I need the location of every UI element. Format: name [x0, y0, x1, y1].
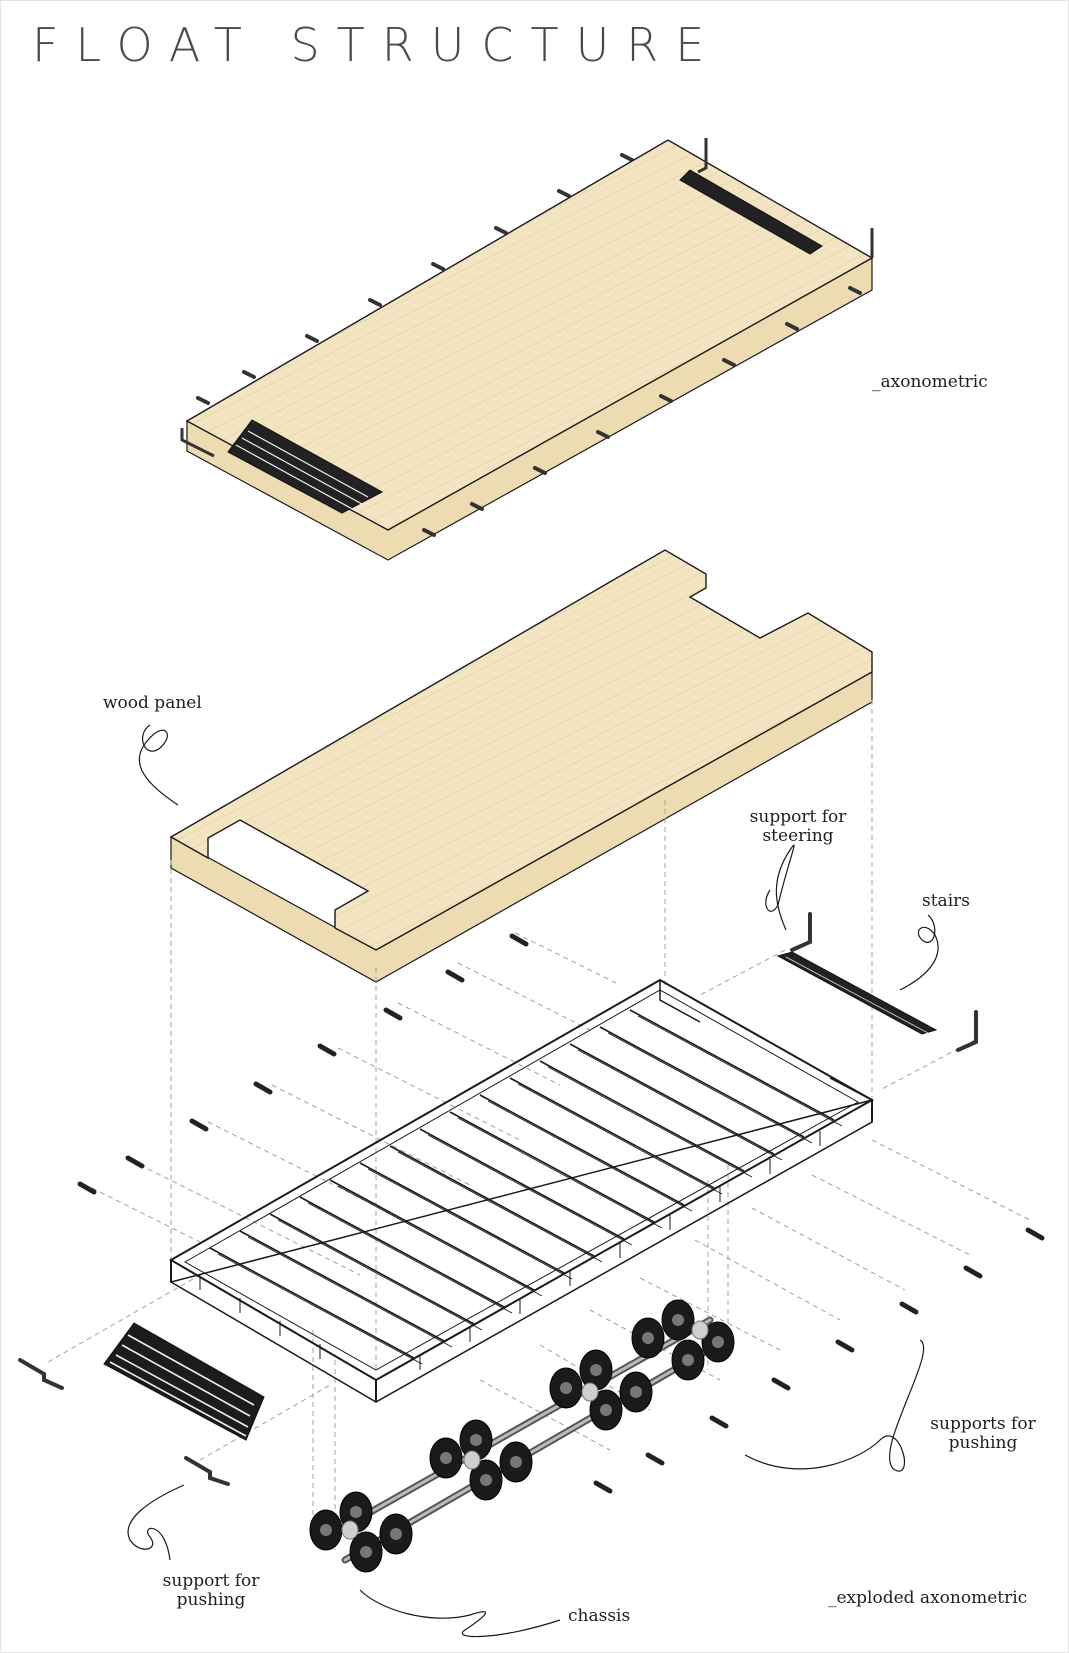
support-pushing-brackets	[18, 1358, 230, 1486]
wood-panel-top	[169, 549, 873, 951]
label-wood-panel: wood panel	[103, 693, 202, 713]
leader-support-pushing	[127, 1484, 185, 1561]
label-support-pushing-line1: support for	[162, 1571, 260, 1591]
label-supports-pushing-line2: pushing	[948, 1433, 1018, 1453]
steel-frame	[169, 978, 875, 1403]
pins-back	[196, 153, 634, 405]
chassis	[309, 1299, 735, 1573]
pins-front	[422, 286, 862, 537]
wood-panel	[169, 549, 873, 983]
view-label-axonometric: _axonometric	[872, 372, 988, 392]
label-supports-pushing-line1: supports for	[930, 1414, 1036, 1434]
stairs-front-notch	[227, 419, 384, 514]
leader-wood-panel	[138, 724, 179, 806]
view-label-exploded: _exploded axonometric	[828, 1588, 1028, 1608]
label-chassis: chassis	[568, 1606, 631, 1626]
leader-chassis	[359, 1589, 561, 1638]
leader-lines	[127, 724, 939, 1638]
leader-stairs	[899, 914, 939, 991]
label-support-pushing: support for pushing	[156, 1572, 266, 1610]
stairs-front	[103, 1322, 265, 1441]
support-steering-brackets	[790, 912, 978, 1052]
stairs-back	[776, 951, 938, 1035]
label-stairs: stairs	[922, 891, 970, 911]
stairs-back-notch	[679, 169, 823, 255]
pins-exploded	[77, 933, 1045, 1494]
leader-supports-pushing	[744, 1339, 925, 1472]
label-support-steering-line1: support for	[749, 807, 847, 827]
label-supports-pushing: supports for pushing	[928, 1415, 1038, 1453]
label-support-steering-line2: steering	[762, 826, 834, 846]
assembled-float	[180, 138, 874, 561]
label-support-steering: support for steering	[748, 808, 848, 846]
page-title: FLOAT STRUCTURE	[32, 18, 722, 72]
leader-support-steering	[765, 844, 795, 931]
label-support-pushing-line2: pushing	[176, 1590, 246, 1610]
